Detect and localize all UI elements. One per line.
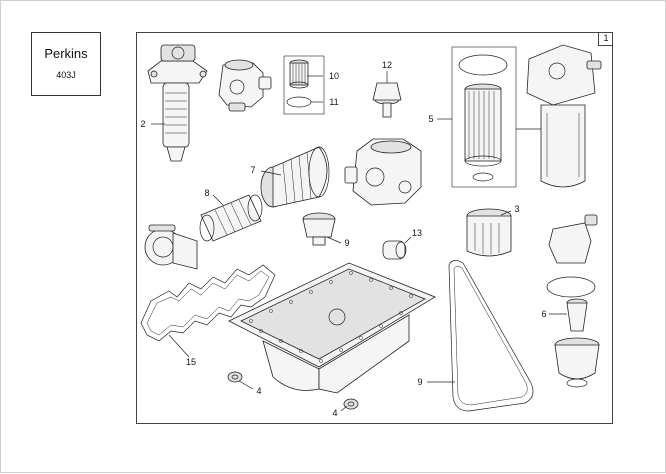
part-water-separator bbox=[546, 214, 598, 298]
part-oil-filler-cap bbox=[302, 212, 336, 246]
part-drive-belt bbox=[448, 260, 534, 412]
callout-labels: 2 10 11 12 5 7 8 9 13 3 6 9 4 4 15 bbox=[140, 60, 546, 418]
callout-13: 12 bbox=[382, 60, 392, 70]
part-fuel-valve-assembly bbox=[218, 59, 272, 112]
callout-8: 8 bbox=[204, 188, 209, 198]
part-box-filter-element bbox=[283, 55, 325, 115]
part-fuel-filter-assembly bbox=[526, 44, 602, 188]
part-drain-washer-a bbox=[227, 371, 243, 383]
part-strainer-cup bbox=[566, 298, 588, 332]
callout-9: 9 bbox=[344, 238, 349, 248]
callout-4a: 4 bbox=[256, 386, 261, 396]
part-rocker-cover-gasket bbox=[140, 264, 276, 342]
part-oil-filter bbox=[466, 208, 512, 257]
engine-model: 403J bbox=[56, 70, 76, 80]
callout-3: 3 bbox=[514, 204, 519, 214]
sheet-number: 1 bbox=[598, 32, 613, 46]
part-box-fuel-filter bbox=[451, 46, 517, 188]
parts-frame bbox=[136, 32, 613, 424]
part-bearing bbox=[382, 240, 407, 260]
callout-4b: 4 bbox=[332, 408, 337, 418]
part-sediment-bowl bbox=[554, 337, 600, 388]
part-oil-filter-housing bbox=[260, 146, 330, 208]
part-fuel-lift-pump bbox=[147, 44, 208, 162]
callout-2: 2 bbox=[140, 119, 145, 129]
brand-box: Perkins 403J bbox=[31, 32, 101, 96]
leader-lines bbox=[151, 71, 567, 412]
part-thermostat bbox=[372, 82, 402, 118]
part-thermostat-housing bbox=[344, 138, 422, 206]
part-drain-washer-b bbox=[343, 398, 359, 410]
part-breather-assembly bbox=[144, 224, 198, 270]
part-strainer-element bbox=[199, 194, 263, 242]
part-oil-pan bbox=[228, 262, 436, 394]
callout-15: 15 bbox=[186, 357, 196, 367]
callout-7: 7 bbox=[250, 165, 255, 175]
callout-11: 10 bbox=[329, 71, 339, 81]
callout-12: 11 bbox=[329, 97, 338, 107]
callout-6: 6 bbox=[541, 309, 546, 319]
callout-5: 5 bbox=[428, 114, 433, 124]
callout-10: 9 bbox=[417, 377, 422, 387]
callout-14: 13 bbox=[412, 228, 422, 238]
brand-name: Perkins bbox=[44, 46, 88, 61]
